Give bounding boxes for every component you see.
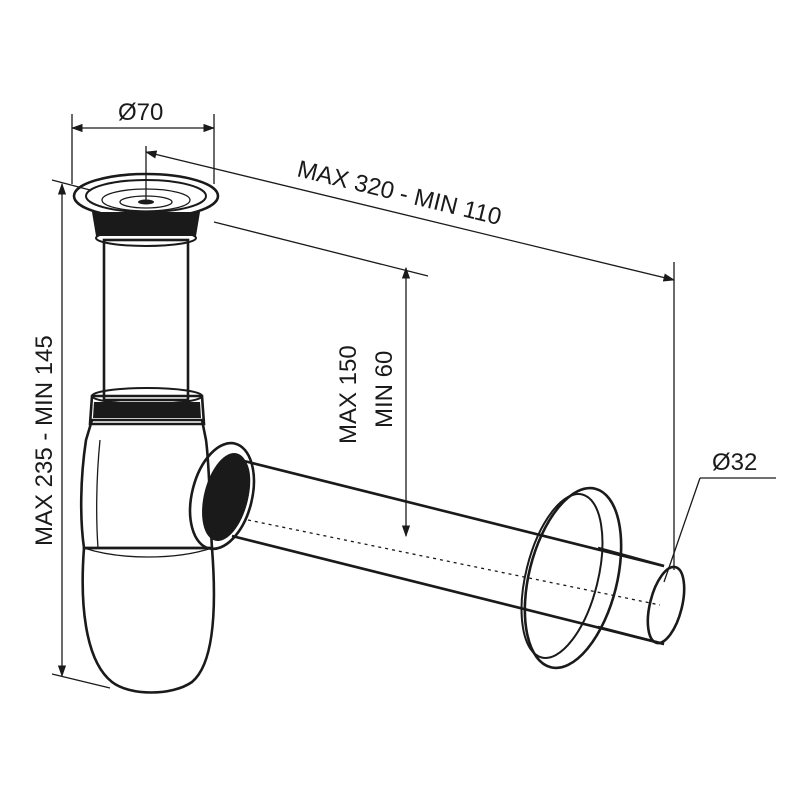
horizontal-length-label: MAX 320 - MIN 110 (295, 156, 504, 231)
tailpiece (102, 238, 190, 402)
trap-diameter-label: Ø70 (118, 99, 163, 126)
dimension-total-height: MAX 235 - MIN 145 (31, 179, 111, 689)
outlet-height-min-label: MIN 60 (371, 351, 398, 428)
dimension-pipe-diameter: Ø32 (663, 449, 776, 583)
outlet-height-max-label: MAX 150 (335, 345, 362, 444)
dimension-outlet-height: MAX 150 MIN 60 (213, 221, 429, 538)
middle-nut (88, 387, 206, 426)
pipe-diameter-label: Ø32 (712, 449, 757, 476)
total-height-label: MAX 235 - MIN 145 (31, 335, 58, 546)
side-nut (188, 441, 256, 551)
dimension-trap-diameter: Ø70 (70, 99, 216, 184)
pipe-end-segment (597, 546, 665, 646)
wall-flange (520, 486, 623, 670)
trap-body (79, 418, 216, 694)
